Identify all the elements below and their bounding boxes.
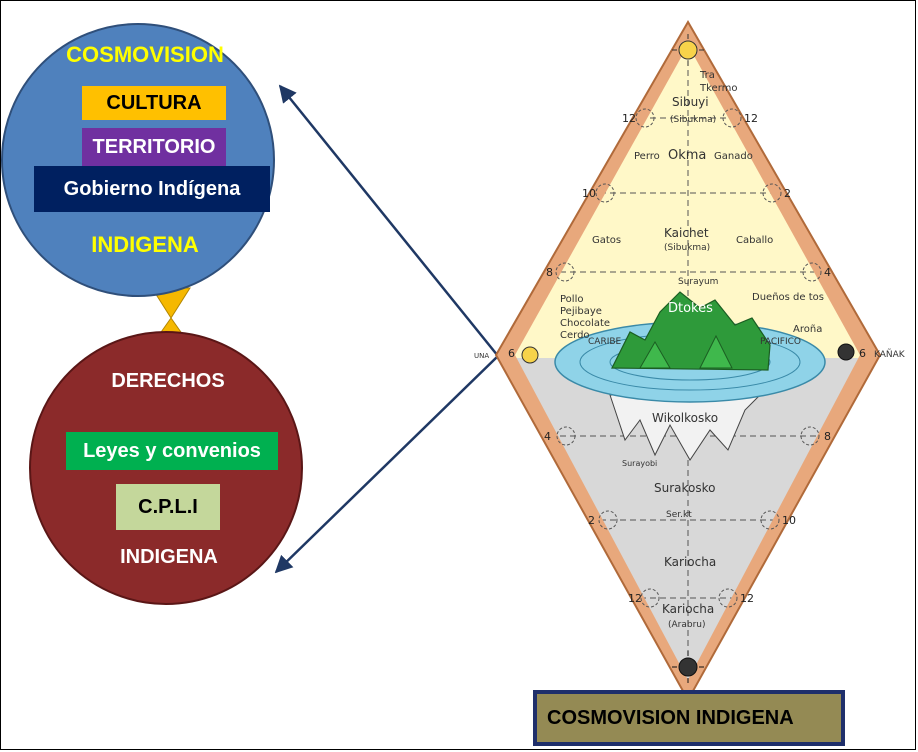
arrow-to-derechos	[274, 355, 499, 574]
hour-right-12a: 12	[744, 112, 758, 125]
leyes-label: Leyes y convenios	[66, 432, 278, 470]
sun-right-icon	[837, 343, 855, 361]
cosmovision-title: COSMOVISION	[66, 42, 224, 67]
hour-right-8: 8	[824, 430, 831, 443]
label-kanak: KAÑAK	[874, 349, 906, 360]
label-wikolkosko: Wikolkosko	[652, 411, 718, 425]
hour-right-12b: 12	[740, 592, 754, 605]
label-kaichet-sub: (Sibukma)	[664, 243, 710, 253]
underworld-rocks	[609, 394, 762, 461]
derechos-title: DERECHOS	[111, 370, 225, 392]
label-cerdo: Cerdo	[560, 330, 590, 341]
hour-left-10: 10	[582, 187, 596, 200]
label-kaichet: Kaichet	[664, 226, 709, 240]
label-tra: Tra	[699, 70, 715, 81]
hour-left-6: 6	[508, 347, 515, 360]
hour-left-12a: 12	[622, 112, 636, 125]
label-caballo: Caballo	[736, 235, 773, 246]
label-surayobi: Surayobi	[622, 459, 657, 468]
label-sibuyi: Sibuyi	[672, 95, 709, 109]
label-surayum: Surayum	[678, 277, 718, 287]
label-okma: Okma	[668, 148, 706, 163]
label-tkermo: Tkermo	[699, 83, 738, 94]
label-kariocha-1: Kariocha	[664, 555, 716, 569]
label-gatos: Gatos	[592, 235, 621, 246]
hour-left-2: 2	[588, 514, 595, 527]
hour-right-10: 10	[782, 514, 796, 527]
hour-right-4: 4	[824, 266, 831, 279]
indigena-top-label: INDIGENA	[91, 232, 199, 257]
label-pacifico: PACIFICO	[760, 337, 801, 347]
cosmovision-indigena-caption: COSMOVISION INDIGENA	[533, 690, 845, 746]
label-una: UNA	[474, 352, 489, 360]
label-surakosko: Surakosko	[654, 481, 716, 495]
label-dtokes: Dtokes	[668, 301, 713, 316]
hour-right-2: 2	[784, 187, 791, 200]
cpli-label: C.P.L.I	[116, 484, 220, 530]
sun-top-icon	[672, 34, 704, 66]
hour-left-4: 4	[544, 430, 551, 443]
label-arona: Aroña	[793, 324, 822, 335]
cultura-label: CULTURA	[82, 86, 226, 120]
label-duenos: Dueños de tos	[752, 292, 824, 303]
label-caribe: CARIBE	[588, 337, 622, 347]
gobierno-label: Gobierno Indígena	[34, 166, 270, 212]
label-pejibaye: Pejibaye	[560, 306, 602, 317]
arrow-to-cosmovision	[278, 84, 499, 357]
hour-left-8: 8	[546, 266, 553, 279]
indigena-bottom-label: INDIGENA	[120, 546, 218, 568]
label-ganado: Ganado	[714, 151, 753, 162]
label-kariocha-2: Kariocha	[662, 602, 714, 616]
sun-left-icon	[521, 346, 539, 364]
hour-right-6: 6	[859, 347, 866, 360]
cosmos-diagram: 12 12 10 2 8 4 6 6 4 8 2 10 12 12 Tra Tk…	[474, 19, 906, 703]
hour-left-12b: 12	[628, 592, 642, 605]
label-serkt: Ser.kt	[666, 510, 692, 520]
label-arabru: (Arabru)	[668, 620, 706, 630]
label-chocolate: Chocolate	[560, 318, 610, 329]
territorio-label: TERRITORIO	[82, 128, 226, 166]
label-perro: Perro	[634, 151, 660, 162]
label-sibukma: (Sibukma)	[670, 115, 716, 125]
sun-bottom-icon	[672, 651, 704, 683]
label-pollo: Pollo	[560, 294, 583, 305]
